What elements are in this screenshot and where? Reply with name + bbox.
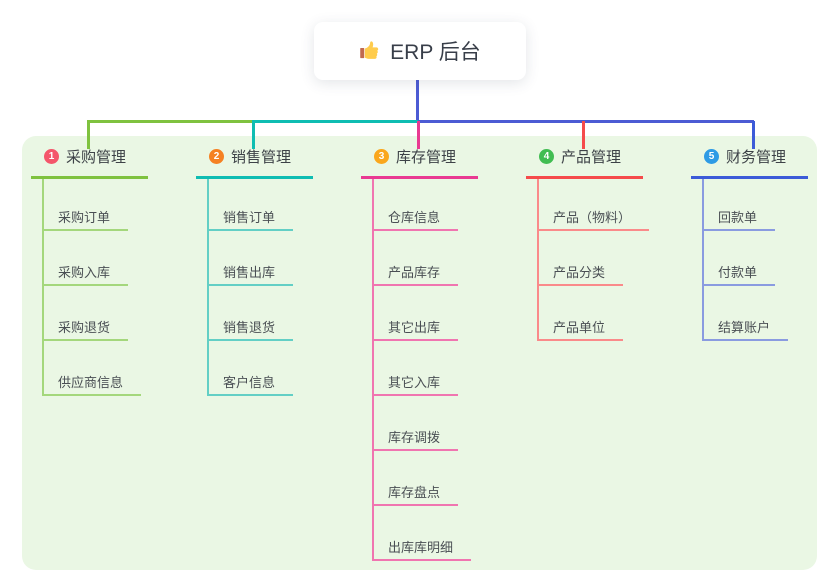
child-node[interactable]: 客户信息	[207, 370, 294, 396]
branch-trunk-line-1	[42, 179, 44, 396]
connector-horizontal-right	[416, 120, 754, 123]
connector-drop-branch-1	[87, 121, 90, 149]
connector-drop-branch-4	[582, 121, 585, 149]
child-node[interactable]: 库存盘点	[372, 480, 459, 506]
branch-trunk-line-5	[702, 179, 704, 341]
child-node[interactable]: 采购订单	[42, 205, 129, 231]
root-label: ERP 后台	[390, 41, 481, 64]
branch-trunk-line-2	[207, 179, 209, 396]
branch-label: 财务管理	[726, 149, 787, 166]
connector-drop-branch-3	[417, 121, 420, 149]
child-node[interactable]: 采购入库	[42, 260, 129, 286]
child-node[interactable]: 销售出库	[207, 260, 294, 286]
child-node[interactable]: 销售退货	[207, 315, 294, 341]
connector-horizontal-green	[87, 120, 253, 123]
connector-drop-branch-2	[252, 121, 255, 149]
branch-label: 产品管理	[561, 149, 622, 166]
child-node[interactable]: 采购退货	[42, 315, 129, 341]
child-node[interactable]: 付款单	[702, 260, 776, 286]
child-node[interactable]: 产品库存	[372, 260, 459, 286]
branches-panel	[22, 136, 817, 570]
child-node[interactable]: 回款单	[702, 205, 776, 231]
child-node[interactable]: 产品分类	[537, 260, 624, 286]
branch-node-4[interactable]: 4 产品管理	[526, 143, 643, 179]
branch-node-2[interactable]: 2 销售管理	[196, 143, 313, 179]
branch-label: 销售管理	[231, 149, 292, 166]
child-node[interactable]: 出库库明细	[372, 535, 472, 561]
branch-node-1[interactable]: 1 采购管理	[31, 143, 148, 179]
thumbs-up-icon	[359, 40, 380, 62]
child-node[interactable]: 产品（物料）	[537, 205, 650, 231]
branch-label: 库存管理	[396, 149, 457, 166]
child-node[interactable]: 结算账户	[702, 315, 789, 341]
root-node[interactable]: ERP 后台	[314, 22, 526, 80]
branch-number-badge: 1	[44, 149, 59, 164]
branch-number-badge: 3	[374, 149, 389, 164]
branch-number-badge: 5	[704, 149, 719, 164]
branch-label: 采购管理	[66, 149, 127, 166]
branch-node-5[interactable]: 5 财务管理	[691, 143, 808, 179]
child-node[interactable]: 其它出库	[372, 315, 459, 341]
branch-trunk-line-4	[537, 179, 539, 341]
child-node[interactable]: 产品单位	[537, 315, 624, 341]
connector-root-vertical	[416, 80, 419, 123]
child-node[interactable]: 供应商信息	[42, 370, 142, 396]
child-node[interactable]: 库存调拨	[372, 425, 459, 451]
branch-trunk-line-3	[372, 179, 374, 561]
child-node[interactable]: 销售订单	[207, 205, 294, 231]
connector-drop-branch-5	[752, 121, 755, 149]
child-node[interactable]: 仓库信息	[372, 205, 459, 231]
branch-number-badge: 2	[209, 149, 224, 164]
branch-number-badge: 4	[539, 149, 554, 164]
connector-horizontal-teal	[252, 120, 418, 123]
branch-node-3[interactable]: 3 库存管理	[361, 143, 478, 179]
child-node[interactable]: 其它入库	[372, 370, 459, 396]
